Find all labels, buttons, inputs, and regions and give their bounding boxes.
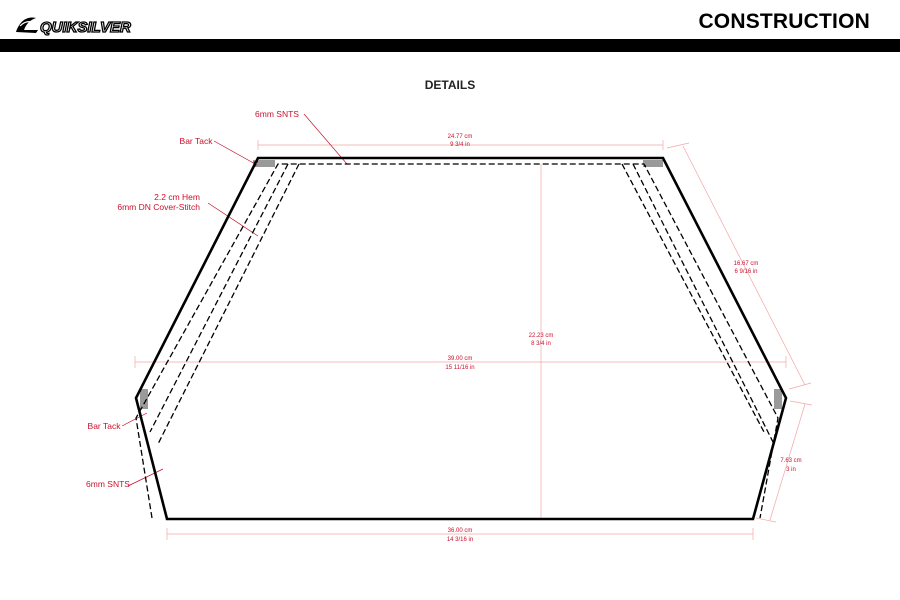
- inner-snts-stitch: [135, 163, 779, 519]
- dim-side-upper-cm: 16.67 cm: [734, 261, 759, 267]
- side-lower-guide: [769, 403, 806, 521]
- bar-tacks: [140, 160, 782, 409]
- page-title: CONSTRUCTION: [698, 10, 870, 33]
- header-bar: [0, 39, 900, 52]
- quiksilver-logo: QUIKSILVER: [16, 17, 132, 37]
- garment-outline: [134, 156, 788, 521]
- section-title: DETAILS: [424, 78, 476, 92]
- top-snts-leader: [303, 113, 348, 165]
- dim-bottom-width-in: 14 3/16 in: [447, 537, 473, 543]
- left-hem-stitch-1: [149, 163, 289, 433]
- header: QUIKSILVER CONSTRUCTION: [0, 0, 900, 52]
- callout-top-bar-tack: Bar Tack: [180, 136, 214, 146]
- leader-lines: [121, 113, 348, 487]
- dimension-guides: [134, 140, 813, 540]
- bar-tack-left: [140, 389, 148, 409]
- callout-hem-line2: 6mm DN Cover-Stitch: [117, 202, 200, 212]
- right-hem-stitch-1: [621, 163, 765, 433]
- top-bar-tack-leader: [213, 140, 258, 166]
- callout-left-bar-tack: Bar Tack: [88, 421, 122, 431]
- dim-side-lower-cm: 7.63 cm: [780, 458, 801, 464]
- stitch-lines: [135, 163, 779, 519]
- bar-tack-right: [774, 389, 782, 409]
- dim-side-upper-in: 6 9/16 in: [734, 269, 757, 275]
- side-upper-guide: [682, 145, 806, 386]
- bar-tack-top-right: [643, 160, 663, 167]
- dim-mid-width-in: 15 11/16 in: [445, 365, 474, 371]
- dim-bottom-width-cm: 36.00 cm: [448, 528, 473, 534]
- right-hem-stitch-2: [632, 163, 775, 445]
- left-bar-tack-leader: [121, 412, 148, 427]
- dim-top-width-cm: 24.77 cm: [448, 134, 473, 140]
- dim-side-lower-in: 3 in: [786, 467, 796, 473]
- left-hem-stitch-2: [157, 163, 300, 445]
- dim-mid-width-cm: 39.00 cm: [448, 356, 473, 362]
- dim-top-width-in: 9 3/4 in: [450, 142, 470, 148]
- dim-height-cm: 22.23 cm: [529, 333, 554, 339]
- callout-bottom-snts: 6mm SNTS: [86, 479, 130, 489]
- logo-wordmark: QUIKSILVER: [40, 19, 131, 36]
- callout-top-snts: 6mm SNTS: [255, 109, 299, 119]
- bar-tack-top-left: [253, 160, 275, 167]
- hem-leader: [207, 202, 259, 237]
- callout-hem-line1: 2.2 cm Hem: [154, 192, 200, 202]
- dim-height-in: 8 3/4 in: [531, 341, 551, 347]
